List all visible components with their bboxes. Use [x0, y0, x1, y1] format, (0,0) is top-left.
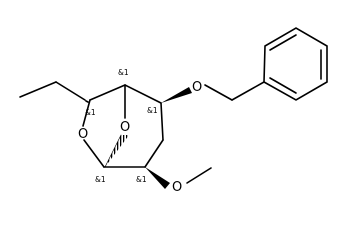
- wedge-c-methoxy-o: [145, 167, 170, 189]
- stereo-label-c-top: &1: [118, 68, 129, 77]
- atom-methoxy-oxygen: O: [172, 180, 182, 195]
- structure-canvas: O O O O &1 &1 &1 &1 &1: [19, 27, 328, 195]
- stereo-label-c-methoxy: &1: [136, 175, 147, 184]
- hashed-bond-ethyl: [85, 100, 89, 103]
- bond-o-me: [186, 167, 212, 184]
- bond-c-ethyl-ring-o: [82, 99, 91, 127]
- bond-bridge-hash-edge: [104, 134, 122, 168]
- stereo-label-c-anomeric: &1: [95, 175, 106, 184]
- stereo-label-c-ethyl: &1: [85, 108, 96, 117]
- wedge-c-benzyloxy-o: [161, 87, 192, 103]
- bond-ch2-c-methoxy: [144, 139, 164, 168]
- wedge-bridge-o-c-anomeric: [105, 135, 129, 167]
- atom-benzyloxy-oxygen: O: [192, 80, 202, 95]
- phenyl-double-1: [269, 34, 297, 51]
- phenyl-ring: [263, 27, 328, 101]
- stereo-label-c-benzyloxy: &1: [147, 106, 158, 115]
- bond-c-top-c-benzyloxy: [124, 84, 162, 104]
- bond-ethyl-ch2: [55, 81, 86, 101]
- molecule-structure: O O O O &1 &1 &1 &1 &1: [19, 27, 328, 195]
- bond-c-benzyloxy-ch2: [160, 102, 164, 141]
- bond-ch2-phenyl: [231, 81, 265, 101]
- phenyl-double-3: [269, 77, 297, 94]
- bond-c-ethyl-c-top: [89, 84, 126, 101]
- bond-ethyl-ch3: [19, 81, 57, 98]
- bond-ring-o-c-anomeric: [83, 139, 105, 168]
- bond-o-bn-ch2: [204, 84, 233, 101]
- atom-bridge-oxygen: O: [120, 120, 130, 135]
- atom-ring-oxygen: O: [78, 127, 88, 142]
